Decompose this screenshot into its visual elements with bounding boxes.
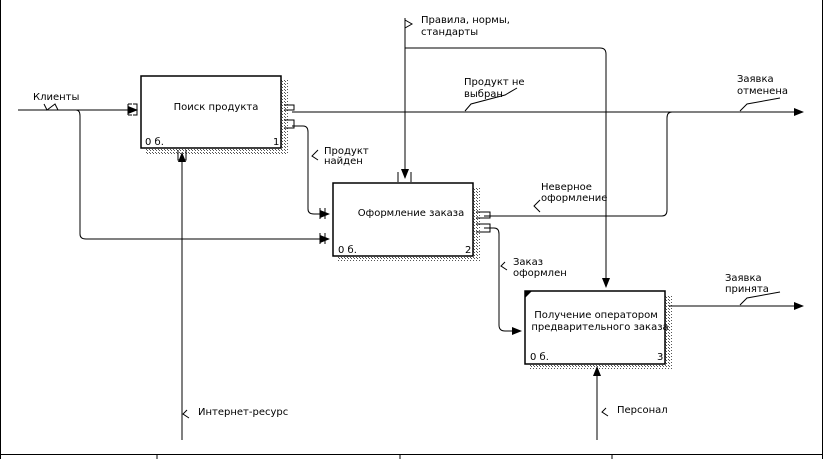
label-placed: Заказ [513,257,543,268]
label-not-chosen: Продукт не [464,77,525,88]
box-number: 1 [273,137,279,148]
arrow-product-found[interactable] [292,125,330,218]
label-accepted: Заявка [725,273,762,284]
label-internet-resource: Интернет-ресурс [198,407,288,418]
box-title: Оформление заказа [358,208,464,219]
label-placed-2: оформлен [513,268,567,279]
arrow-order-placed[interactable] [484,227,522,335]
tunnel-brackets [127,103,491,244]
activity-box-operator[interactable]: Получение оператором предварительного за… [524,290,672,369]
box-title-line2: предварительного заказа [531,322,668,333]
label-found: Продукт [324,146,369,157]
box-number: 3 [657,352,663,363]
label-wrong: Неверное [541,182,592,193]
label-rules: Правила, нормы, [421,15,510,26]
label-cancelled-2: отменена [737,86,788,97]
label-rules-2: стандарты [421,27,478,38]
box-title: Поиск продукта [174,102,259,113]
label-accepted-2: принята [725,284,769,295]
activity-box-order[interactable]: Оформление заказа 0 б. 2 [332,182,480,261]
label-wrong-2: оформление [541,193,607,204]
label-cancelled: Заявка [737,74,774,85]
label-clients: Клиенты [33,92,79,103]
activity-box-search[interactable]: Поиск продукта 0 б. 1 [140,75,288,154]
arrow-rules[interactable] [401,18,610,288]
box-title: Получение оператором [534,310,658,321]
box-number: 2 [465,245,471,256]
box-cost: 0 б. [338,245,357,256]
label-not-chosen-2: выбран [464,89,503,100]
label-leaders [43,19,781,419]
box-cost: 0 б. [530,352,549,363]
label-found-2: найден [324,156,363,167]
corner-marker-icon [525,291,532,298]
arrow-wrong-formatting[interactable] [484,111,673,217]
label-staff: Персонал [617,405,668,416]
box-cost: 0 б. [145,137,164,148]
arrow-clients[interactable] [18,106,330,243]
